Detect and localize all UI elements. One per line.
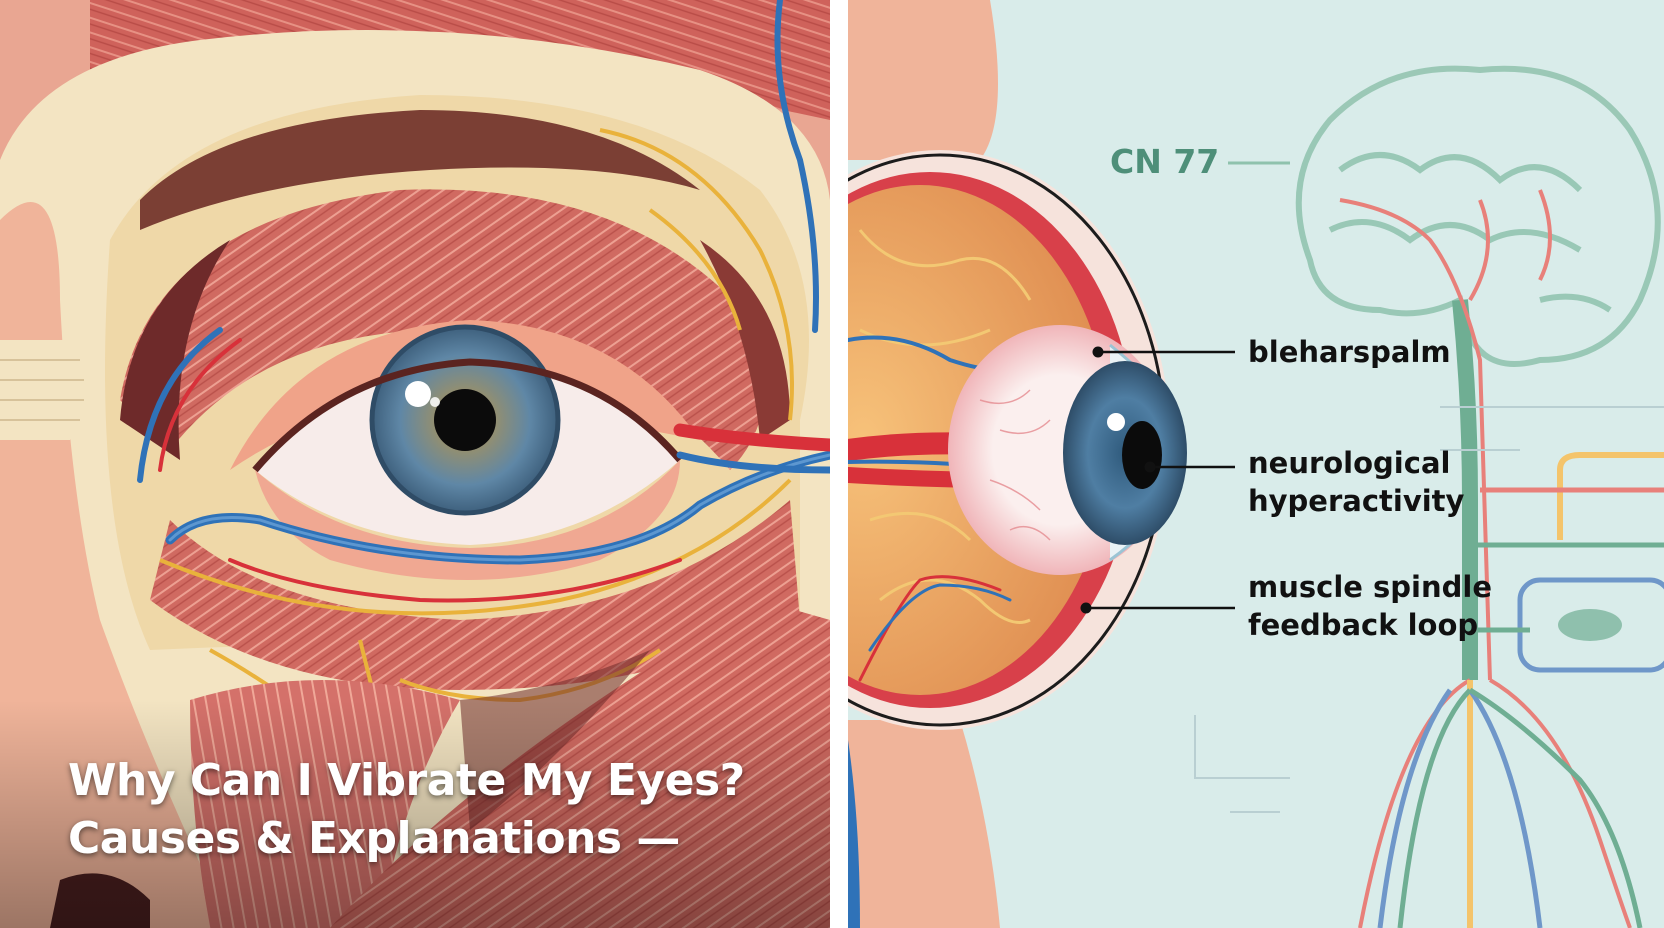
socket-shadow-right: [700, 240, 790, 440]
ganglion-node: [1558, 609, 1622, 641]
nerve-branch-blue: [1377, 577, 1664, 928]
left-panel-face-anatomy: [0, 0, 830, 928]
pupil-side: [1122, 421, 1162, 489]
light-reflection-small: [430, 397, 440, 407]
label-spindle-line1: muscle spindle: [1248, 570, 1492, 604]
label-neurological-line2: hyperactivity: [1248, 484, 1465, 518]
leader-dot-blepharospasm: [1092, 346, 1104, 358]
brain-outline: [1295, 65, 1661, 367]
limbal-ring: [369, 324, 561, 516]
overlay-title: Why Can I Vibrate My Eyes? Causes & Expl…: [68, 752, 788, 868]
light-reflection: [405, 381, 431, 407]
iris-highlight: [1107, 413, 1125, 431]
label-neurological-hyperactivity: neurological hyperactivity: [1248, 444, 1464, 520]
title-shade: [0, 700, 830, 928]
pupil: [434, 389, 496, 451]
title-line-1: Why Can I Vibrate My Eyes?: [68, 755, 745, 806]
leader-lines: [1086, 350, 1235, 610]
panel-divider: [830, 0, 848, 928]
cranial-nerve-label: CN 77: [1110, 142, 1220, 181]
orbicularis-oculi-lower: [150, 500, 800, 690]
socket-shadow-left: [120, 240, 230, 460]
face-edge-bottom: [848, 720, 1000, 928]
faint-guide-lines: [1194, 406, 1664, 813]
face-edge-top: [848, 0, 998, 160]
label-muscle-spindle: muscle spindle feedback loop: [1248, 568, 1492, 644]
sclera-capillaries: [979, 389, 1051, 541]
upper-lid-margin: [252, 358, 683, 473]
leader-dot-neurological: [1144, 461, 1156, 473]
nasal-ligament: [0, 340, 83, 440]
label-spindle-line2: feedback loop: [1248, 608, 1479, 642]
eyebrow: [140, 110, 700, 230]
label-blepharospasm: bleharspalm: [1248, 333, 1451, 371]
label-blepharospasm-text: bleharspalm: [1248, 335, 1451, 369]
leader-dot-spindle: [1080, 602, 1092, 614]
nerve-branch-yellow: [1467, 452, 1664, 928]
arteries-schematic: [1339, 189, 1632, 928]
label-neurological-line1: neurological: [1248, 446, 1451, 480]
blood-vessels: [137, 0, 830, 603]
vessel-edge: [848, 740, 860, 928]
title-line-2: Causes & Explanations —: [68, 813, 680, 864]
schematic-lines-green: [1397, 542, 1664, 928]
right-panel-eyeball-cross-section: [848, 0, 1664, 928]
nasal-ligament-stripes: [0, 359, 84, 421]
